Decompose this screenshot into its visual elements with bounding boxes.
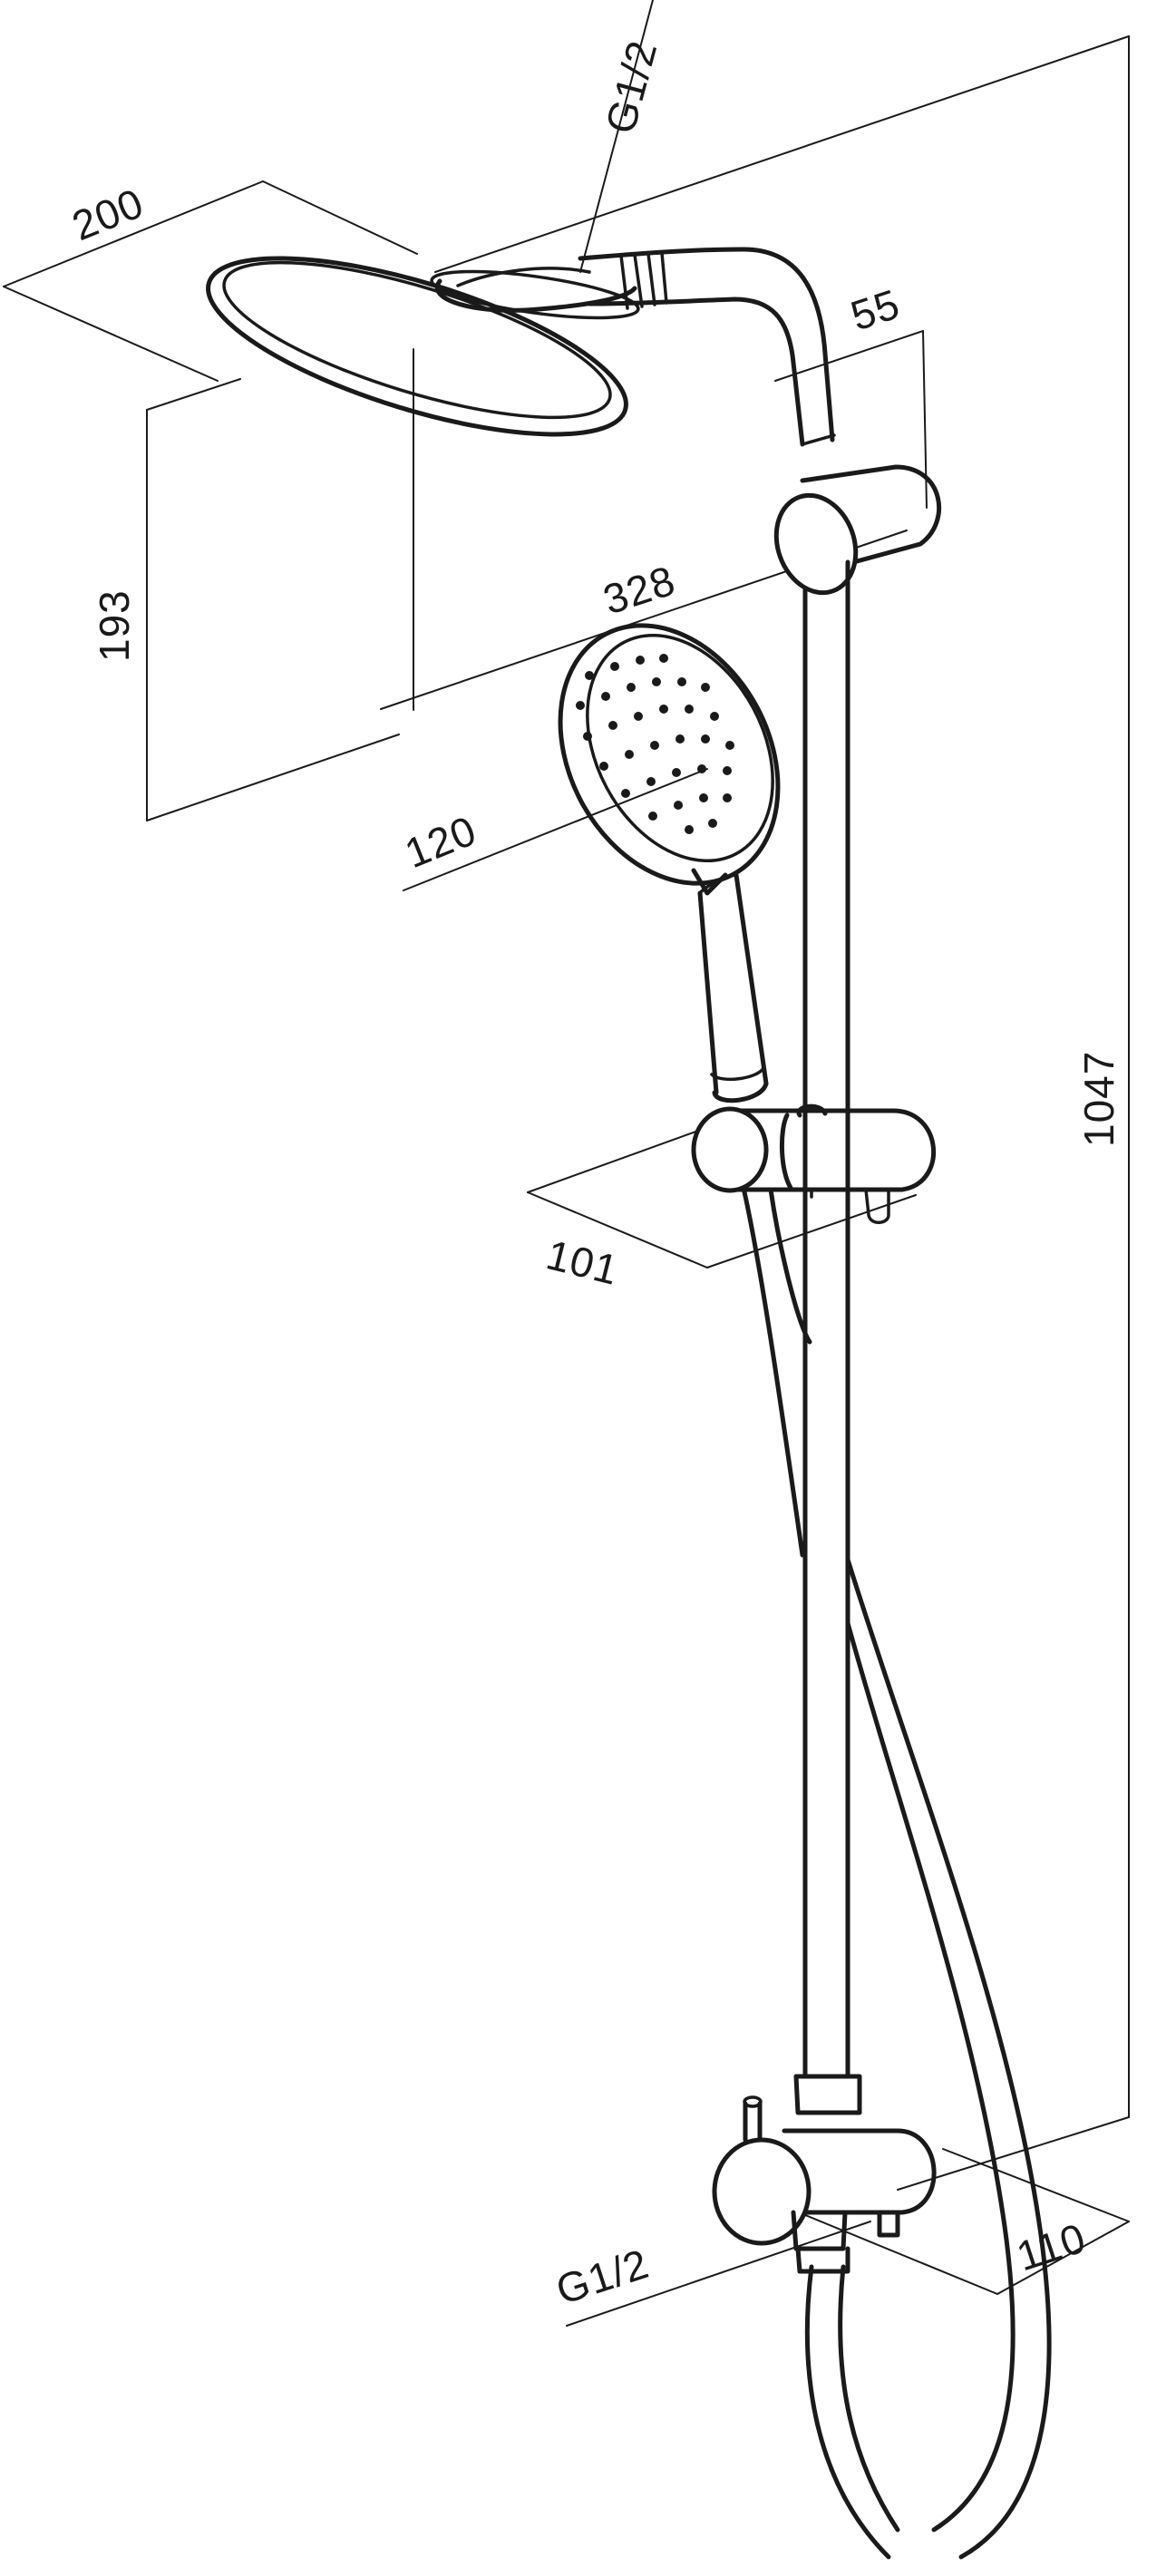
shower-hose	[741, 1185, 1052, 2560]
label-arm-reach: 328	[598, 556, 681, 623]
label-hand-shower-diameter: 120	[398, 806, 482, 877]
label-holder-depth: 101	[542, 1230, 624, 1294]
mixer-body	[712, 2074, 937, 2274]
label-arm-height: 193	[91, 589, 138, 662]
label-overall-height: 1047	[1075, 1051, 1123, 1147]
hand-shower	[558, 623, 781, 1103]
dimension-labels: 200 G1/2 193 328 55 120 101 1047 G1/2 11…	[65, 35, 1123, 2314]
label-head-diameter: 200	[65, 179, 150, 249]
top-bracket	[773, 464, 942, 596]
label-bracket-width: 55	[845, 280, 906, 340]
label-mixer-depth: 110	[1011, 2213, 1092, 2280]
label-inlet-top: G1/2	[596, 35, 666, 139]
label-inlet-bottom: G1/2	[550, 2240, 655, 2314]
rain-shower-head	[206, 256, 640, 437]
shower-arm	[578, 247, 836, 447]
slide-rail	[802, 559, 850, 2079]
spray-nozzles	[576, 654, 734, 834]
dimension-lines	[3, 0, 1130, 2327]
hand-shower-holder	[691, 1103, 936, 1224]
